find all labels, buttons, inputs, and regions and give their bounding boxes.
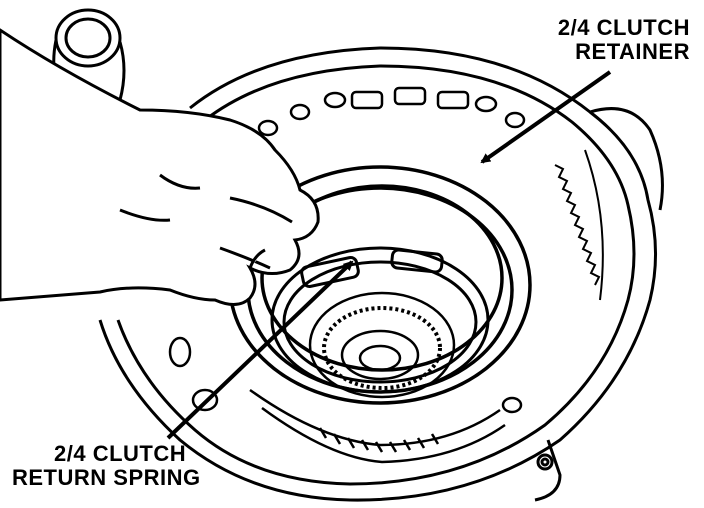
retainer-label-line1: 2/4 CLUTCH <box>557 15 690 40</box>
return-spring-leader-arrow <box>166 260 354 440</box>
transmission-case <box>98 46 664 502</box>
return-spring-label-line1: 2/4 CLUTCH <box>54 441 187 466</box>
internal-gear-hub <box>308 291 456 399</box>
lower-clutch-stack <box>249 388 506 464</box>
retainer-leader-arrow <box>480 70 612 164</box>
return-spring-label-line2: RETURN SPRING <box>12 465 201 490</box>
case-gear-teeth <box>554 149 604 301</box>
return-spring-callout: 2/4 CLUTCH RETURN SPRING <box>12 442 201 490</box>
retainer-label-line2: RETAINER <box>575 39 690 64</box>
technician-hand <box>0 28 320 306</box>
clutch-return-spring <box>270 246 490 394</box>
retainer-callout: 2/4 CLUTCH RETAINER <box>558 16 690 64</box>
